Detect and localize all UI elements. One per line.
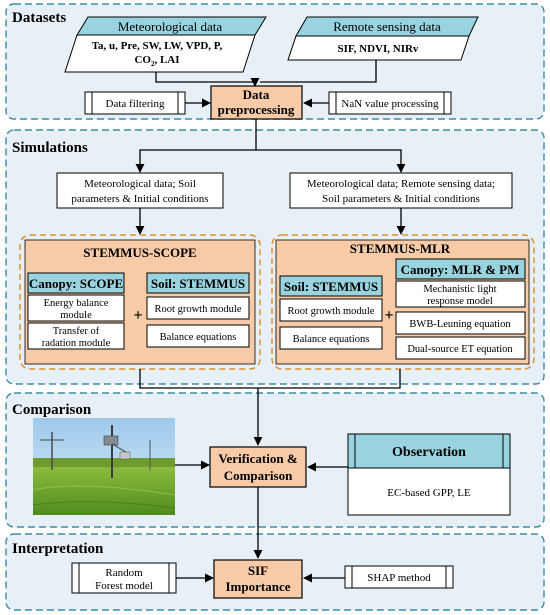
data-filtering-label: Data filtering xyxy=(106,98,165,110)
mlr-canopy-header-text: Canopy: MLR & PM xyxy=(401,262,520,277)
nan-processing-box: NaN value processing xyxy=(328,91,452,115)
mlr-inputs-box: Meteorological data; Remote sensing data… xyxy=(289,172,513,209)
verification-comparison-box: Verification & Comparison xyxy=(209,446,307,488)
mlr-canopy-header xyxy=(395,258,526,280)
comparison-heading: Comparison xyxy=(12,402,92,418)
mlr-dual-source xyxy=(395,336,526,360)
mlr-light-response-l1: Mechanistic light xyxy=(423,284,496,295)
nan-processing-label: NaN value processing xyxy=(341,98,439,110)
connector-split-right xyxy=(256,149,406,173)
remote-sensing-data-block: Remote sensing data SIF, NDVI, NIRv xyxy=(287,16,479,61)
scope-root-growth-text: Root growth module xyxy=(155,304,242,315)
shap-method-label: SHAP method xyxy=(367,572,431,584)
random-forest-l2: Forest model xyxy=(95,580,153,592)
mlr-light-response-l2: response model xyxy=(427,296,493,307)
mlr-bwb-leuning xyxy=(395,311,526,335)
mlr-light-response xyxy=(395,280,526,308)
simulations-heading: Simulations xyxy=(12,140,88,156)
scope-balance-eq xyxy=(146,324,250,348)
connector-mlr-out xyxy=(258,369,401,389)
connector-split-left xyxy=(135,149,256,173)
scope-plus-icon: + xyxy=(133,307,142,324)
connector-remote xyxy=(260,60,377,83)
mlr-inputs-line1: Meteorological data; Remote sensing data… xyxy=(307,178,495,190)
scope-transfer-l1: Transfer of xyxy=(53,326,100,337)
datasets-heading: Datasets xyxy=(12,10,66,26)
mlr-root-growth-text: Root growth module xyxy=(288,306,375,317)
mlr-bwb-leuning-text: BWB-Leuning equation xyxy=(409,319,511,330)
scope-inputs-line1: Meteorological data; Soil xyxy=(84,178,196,190)
field-photo xyxy=(32,418,176,515)
meteorological-data-block: Meteorological data Ta, u, Pre, SW, LW, … xyxy=(64,16,267,73)
random-forest-box: Random Forest model xyxy=(71,562,177,594)
mlr-root-growth xyxy=(279,298,383,322)
scope-canopy-header xyxy=(27,272,125,294)
mlr-inputs-line2: Soil parameters & Initial conditions xyxy=(322,193,480,205)
scope-transfer-radation xyxy=(27,322,125,350)
verification-line1: Verification & xyxy=(218,451,297,466)
shap-method-box: SHAP method xyxy=(344,565,454,589)
scope-canopy-header-text: Canopy: SCOPE xyxy=(29,276,123,291)
data-preprocessing-box: Data preprocessing xyxy=(210,85,303,120)
random-forest-l1: Random xyxy=(105,567,143,579)
importance-line2: Importance xyxy=(226,579,291,594)
mlr-dual-source-text: Dual-source ET equation xyxy=(407,344,513,355)
mlr-balance-eq-text: Balance equations xyxy=(293,334,370,345)
stemmus-scope-model: STEMMUS-SCOPE Canopy: SCOPE Energy balan… xyxy=(19,234,261,370)
importance-line1: SIF xyxy=(248,563,268,578)
scope-energy-balance-l1: Energy balance xyxy=(44,298,109,309)
meteorological-variables-line2: CO2, LAI xyxy=(134,54,179,68)
scope-root-growth xyxy=(146,296,250,320)
remote-sensing-title: Remote sensing data xyxy=(333,19,441,34)
scope-soil-header xyxy=(146,272,250,294)
scope-transfer-l2: radation module xyxy=(42,338,111,349)
connector-scope-out xyxy=(139,369,258,389)
connector-meteo xyxy=(155,72,260,87)
preprocessing-line2: preprocessing xyxy=(218,102,295,117)
scope-inputs-box: Meteorological data; Soil parameters & I… xyxy=(56,172,224,209)
stemmus-mlr-model: STEMMUS-MLR Soil: STEMMUS Root growth mo… xyxy=(271,234,535,370)
stemmus-mlr-title: STEMMUS-MLR xyxy=(350,241,451,256)
meteorological-title: Meteorological data xyxy=(118,19,223,34)
observation-title: Observation xyxy=(392,445,466,460)
scope-energy-balance xyxy=(27,294,125,322)
scope-soil-header-text: Soil: STEMMUS xyxy=(151,276,245,291)
meteorological-variables: Ta, u, Pre, SW, LW, VPD, P, xyxy=(92,40,223,52)
verification-line2: Comparison xyxy=(224,468,293,483)
observation-box: Observation EC-based GPP, LE xyxy=(347,433,511,516)
sif-importance-box: SIF Importance xyxy=(213,559,303,599)
mlr-balance-eq xyxy=(279,326,383,350)
scope-energy-balance-l2: module xyxy=(60,310,92,321)
scope-inputs-line2: parameters & Initial conditions xyxy=(71,193,208,205)
mlr-soil-header xyxy=(279,275,383,297)
stemmus-scope-title: STEMMUS-SCOPE xyxy=(83,245,196,260)
data-filtering-box: Data filtering xyxy=(84,91,186,115)
remote-sensing-variables: SIF, NDVI, NIRv xyxy=(338,43,419,55)
preprocessing-line1: Data xyxy=(243,87,270,102)
scope-balance-eq-text: Balance equations xyxy=(160,332,237,343)
observation-item: EC-based GPP, LE xyxy=(387,487,471,499)
mlr-plus-icon: + xyxy=(384,307,393,324)
interpretation-heading: Interpretation xyxy=(12,541,104,557)
mlr-soil-header-text: Soil: STEMMUS xyxy=(284,279,378,294)
